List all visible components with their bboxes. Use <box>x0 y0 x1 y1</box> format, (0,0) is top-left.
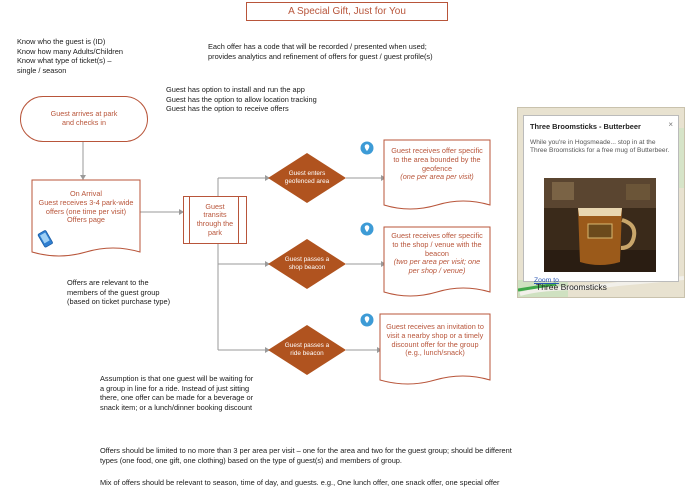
diamond-line: geofenced area <box>284 178 330 185</box>
map-popup: Three Broomsticks - Butterbeer × While y… <box>523 115 679 284</box>
phone-icon <box>37 230 53 248</box>
outcome-line: Guest receives offer specific <box>391 146 483 155</box>
node-line: Guest <box>205 201 225 211</box>
note-line: snack item; or a lunch/dinner booking di… <box>100 402 253 412</box>
relevance-note: Offers are relevant to the members of th… <box>67 278 217 307</box>
outcome-line: discount offer for the group <box>391 339 479 349</box>
outcome-line: Guest receives offer specific <box>391 231 483 240</box>
process-bar-left <box>189 196 190 244</box>
location-pin-icon <box>360 222 374 236</box>
guest-info-note: Know who the guest is (ID) Know how many… <box>17 37 167 75</box>
note-line: (based on ticket purchase type) <box>67 297 171 307</box>
outcome-note: (two per area per visit; one <box>393 257 481 267</box>
note-line: Guest has the option to allow location t… <box>166 94 317 104</box>
butterbeer-mug-drawing <box>544 178 656 272</box>
guest-info-line: Know who the guest is (ID) <box>17 37 106 46</box>
outcome-shop: Guest receives offer specific to the sho… <box>386 231 488 276</box>
location-pin-icon <box>360 141 374 155</box>
arrival-node: On Arrival Guest receives 3-4 park-wide … <box>34 189 138 225</box>
location-pin-icon <box>360 313 374 327</box>
popup-description: While you're in Hogsmeade... stop in at … <box>530 139 670 155</box>
outcome-geofence: Guest receives offer specific to the are… <box>386 146 488 182</box>
note-line: provides analytics and refinement of off… <box>208 51 433 61</box>
outcome-ride: Guest receives an invitation to visit a … <box>382 322 488 358</box>
note-line: types (one food, one gift, one clothing)… <box>100 455 402 465</box>
decision-label-geofence: Guest enters geofenced area <box>276 168 338 188</box>
node-line: Offers page <box>67 215 105 225</box>
outcome-line: visit a nearby shop or a timely <box>386 330 484 340</box>
butterbeer-mug-photo <box>544 178 656 272</box>
page-title: A Special Gift, Just for You <box>246 2 448 21</box>
decision-label-ride: Guest passes a ride beacon <box>276 340 338 360</box>
outcome-note: per shop / venue) <box>408 266 466 276</box>
node-line: offers (one time per visit) <box>45 206 127 216</box>
transit-node: Guest transits through the park <box>183 196 247 244</box>
decision-label-shop: Guest passes a shop beacon <box>276 254 338 274</box>
process-bar-right <box>238 196 239 244</box>
node-line: through the <box>196 219 234 228</box>
app-options-note: Guest has option to install and run the … <box>166 85 386 114</box>
outcome-line: beacon <box>425 248 449 258</box>
note-line: Guest has option to install and run the … <box>166 85 305 94</box>
note-line: Offers are relevant to the <box>67 278 149 287</box>
note-line: Offers should be limited to no more than… <box>100 446 512 455</box>
footer-note-limits: Offers should be limited to no more than… <box>100 446 600 465</box>
note-line: there, one offer can be made for a bever… <box>100 393 254 403</box>
footer-note-mix: Mix of offers should be relevant to seas… <box>100 478 500 487</box>
guest-info-line: Know how many Adults/Children <box>17 46 123 56</box>
note-line: a group in line for a ride. Instead of j… <box>100 383 250 393</box>
note-line: Each offer has a code that will be recor… <box>208 42 427 51</box>
node-line: Guest arrives at park <box>50 109 118 119</box>
guest-info-line: Know what type of ticket(s) – <box>17 56 112 66</box>
node-line: park <box>208 227 222 237</box>
arrive-node: Guest arrives at park and checks in <box>20 96 148 142</box>
note-line: Guest has the option to receive offers <box>166 104 289 114</box>
note-line: members of the guest group <box>67 287 160 297</box>
outcome-note: (one per area per visit) <box>400 172 474 182</box>
guest-info-line: single / season <box>17 65 67 75</box>
diamond-line: shop beacon <box>288 264 326 271</box>
node-line: and checks in <box>62 118 106 127</box>
diamond-line: Guest passes a <box>284 342 330 350</box>
diamond-line: Guest enters <box>288 170 326 178</box>
outcome-line: (e.g., lunch/snack) <box>405 348 465 358</box>
assumption-note: Assumption is that one guest will be wai… <box>100 374 300 412</box>
note-line: Assumption is that one guest will be wai… <box>100 374 254 383</box>
diamond-line: Guest passes a <box>284 256 330 264</box>
diamond-line: ride beacon <box>290 350 324 357</box>
map-screenshot: Three Broomsticks - Butterbeer × While y… <box>517 107 685 298</box>
offer-code-note: Each offer has a code that will be recor… <box>208 42 518 61</box>
node-line: Guest receives 3-4 park-wide <box>38 197 134 207</box>
popup-title: Three Broomsticks - Butterbeer <box>530 122 641 131</box>
zoom-to-link[interactable]: Zoom to <box>534 277 559 284</box>
outcome-line: to the shop / venue with the <box>392 239 482 249</box>
node-line: On Arrival <box>69 189 103 198</box>
outcome-line: to the area bounded by the <box>393 154 481 164</box>
node-line: transits <box>203 210 227 220</box>
outcome-line: Guest receives an invitation to <box>386 322 484 331</box>
outcome-line: geofence <box>421 163 453 173</box>
close-icon[interactable]: × <box>668 120 673 129</box>
map-place-label: Three Broomsticks <box>536 282 607 292</box>
